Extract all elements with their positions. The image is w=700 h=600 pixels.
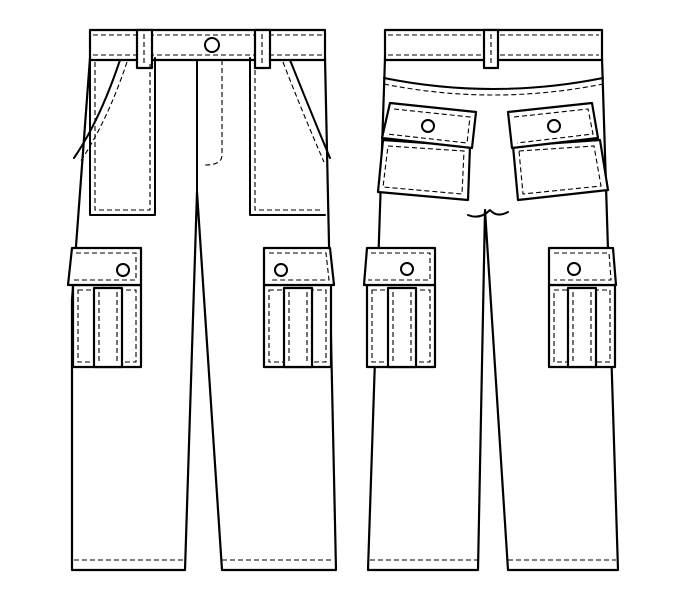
back-seat-curve <box>467 209 509 218</box>
cargo-pocket-pleat <box>92 286 124 369</box>
back-belt-loop-center <box>482 28 500 70</box>
back-view <box>362 28 620 572</box>
button-icon <box>400 262 414 276</box>
back-pocket-stitch <box>382 145 465 195</box>
front-pocket-right-facing <box>249 57 326 216</box>
front-slash-pocket-left-stitch <box>79 61 128 163</box>
cargo-pocket-flap <box>547 246 618 287</box>
back-cargo-pocket-right <box>547 246 618 369</box>
back-flap-pocket-left <box>376 101 478 202</box>
button-icon <box>116 263 130 277</box>
back-pocket-body <box>511 138 610 202</box>
cargo-pocket-pleat <box>386 286 418 369</box>
back-pocket-stitch <box>518 145 602 195</box>
button-icon <box>274 263 288 277</box>
front-pocket-left-facing-stitch <box>94 62 151 211</box>
button-icon <box>547 119 561 133</box>
back-pocket-flap-stitch <box>513 108 594 144</box>
front-pocket-right-facing-stitch <box>254 62 322 211</box>
front-fly-stitch <box>204 60 223 166</box>
back-cargo-pocket-left <box>362 246 437 369</box>
front-belt-loop-left <box>135 28 154 70</box>
cargo-pocket-pleat <box>566 286 598 369</box>
back-pocket-body <box>376 138 472 202</box>
back-pocket-flap-stitch <box>386 108 471 144</box>
cargo-pocket-flap-stitch <box>554 252 612 281</box>
front-cargo-pocket-right <box>262 246 336 369</box>
front-slash-pocket-left <box>73 59 121 159</box>
front-slash-pocket-right <box>289 59 331 159</box>
back-yoke-stitch <box>383 83 604 96</box>
button-icon <box>567 262 581 276</box>
front-belt-loop-right <box>253 28 272 70</box>
front-slash-pocket-right-stitch <box>282 61 325 163</box>
back-yoke <box>383 77 604 90</box>
front-cargo-pocket-left <box>66 246 143 369</box>
cargo-pocket-flap-stitch <box>368 252 431 281</box>
back-flap-pocket-right <box>506 101 610 202</box>
cargo-pocket-flap-stitch <box>73 252 137 281</box>
cargo-pocket-flap <box>362 246 437 287</box>
cargo-pocket-pleat <box>282 286 314 369</box>
button-icon <box>204 37 220 53</box>
front-view <box>66 28 338 572</box>
front-pocket-left-facing <box>89 57 156 216</box>
cargo-pocket-flap-stitch <box>269 252 330 281</box>
button-icon <box>421 119 435 133</box>
